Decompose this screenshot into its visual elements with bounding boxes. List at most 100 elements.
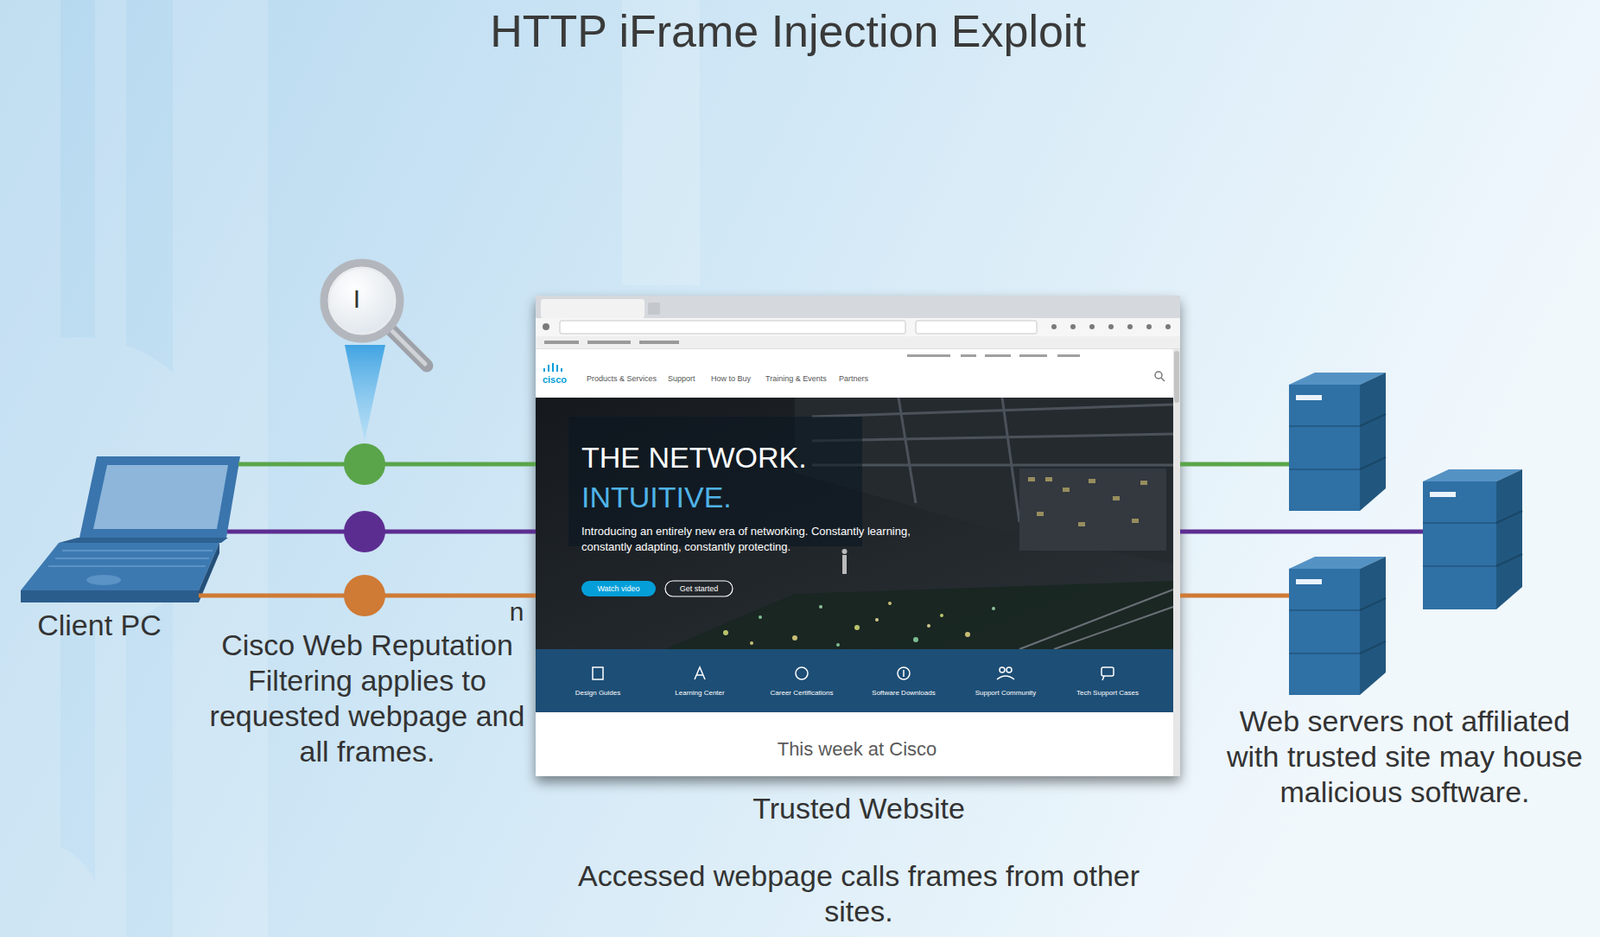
server-icons <box>1288 425 1360 427</box>
hero-heading: THE NETWORK. <box>581 439 807 476</box>
website-screenshot <box>898 397 916 503</box>
website-screenshot <box>888 601 892 605</box>
filter-note: Cisco Web Reputation Filtering applies t… <box>199 627 535 769</box>
website-screenshot <box>1102 675 1105 680</box>
website-screenshot <box>665 580 733 597</box>
website-screenshot <box>542 323 1171 331</box>
website-screenshot <box>984 354 1011 357</box>
server-icons <box>1288 652 1360 654</box>
laptop-icon <box>62 549 213 552</box>
website-screenshot <box>535 397 1174 649</box>
website-screenshot <box>665 580 1174 649</box>
nav-item: Partners <box>838 374 869 384</box>
server-icons <box>1288 468 1360 470</box>
website-screenshot <box>639 340 680 344</box>
website-screenshot <box>999 666 1005 673</box>
nav-item: Training & Events <box>765 374 827 384</box>
website-screenshot <box>902 669 905 677</box>
server-icons <box>1288 568 1360 695</box>
website-screenshot <box>1019 468 1167 551</box>
magnifier-icon <box>392 330 426 364</box>
hero-subheading: INTUITIVE. <box>581 479 732 515</box>
website-screenshot <box>842 548 848 554</box>
website-screenshot <box>897 666 910 680</box>
server-icons <box>1359 597 1386 610</box>
laptop-icon <box>48 550 213 566</box>
server-icons <box>1288 384 1360 511</box>
magnifier-icon <box>323 262 400 339</box>
website-screenshot <box>592 666 604 680</box>
website-screenshot <box>819 604 823 609</box>
server-icons <box>1422 481 1497 610</box>
server-icons <box>1295 578 1322 585</box>
website-screenshot <box>907 354 951 357</box>
website-screenshot <box>1045 476 1053 482</box>
website-screenshot <box>559 320 906 334</box>
button-label: Watch video <box>596 584 640 594</box>
laptop-icon <box>48 565 206 567</box>
filter-point <box>343 443 386 485</box>
website-screenshot <box>535 711 1174 776</box>
website-screenshot <box>694 666 705 680</box>
server-icons <box>1496 553 1523 566</box>
band-item: Learning Center <box>674 688 724 698</box>
website-screenshot <box>1019 589 1174 649</box>
hero-text: Introducing an entirely new era of netwo… <box>581 523 919 555</box>
website-screenshot <box>1108 323 1114 330</box>
website-screenshot <box>535 317 1181 337</box>
laptop-icon <box>93 464 229 529</box>
website-screenshot <box>1002 397 1020 522</box>
website-screenshot <box>1019 354 1048 357</box>
website-screenshot <box>535 295 1181 776</box>
server-icons <box>1496 469 1523 610</box>
laptop-icon <box>20 542 220 591</box>
filter-point <box>343 510 386 553</box>
band-item: Software Downloads <box>871 688 935 698</box>
magnifier-icon <box>329 267 395 334</box>
website-screenshot <box>996 675 1015 680</box>
website-screenshot <box>723 601 996 647</box>
website-screenshot <box>560 368 563 372</box>
website-screenshot <box>1036 511 1044 516</box>
website-screenshot <box>1131 518 1139 523</box>
website-screenshot <box>749 641 754 645</box>
laptop-icon <box>20 456 241 603</box>
website-screenshot <box>1088 478 1096 483</box>
section-heading: This week at Cisco <box>777 737 938 761</box>
website-screenshot <box>907 354 1080 357</box>
website-screenshot <box>1051 323 1057 330</box>
website-screenshot <box>1028 476 1148 527</box>
band-item: Design Guides <box>575 688 621 698</box>
website-screenshot <box>1140 480 1148 485</box>
band-item: Support Community <box>975 688 1037 698</box>
website-screenshot <box>1006 666 1012 673</box>
website-screenshot <box>965 631 971 637</box>
website-screenshot <box>535 648 1174 712</box>
band-item: Tech Support Cases <box>1076 688 1139 698</box>
website-screenshot <box>913 636 919 642</box>
website-screenshot <box>1070 323 1076 330</box>
website-screenshot <box>535 295 1181 776</box>
server-icons <box>1295 394 1322 400</box>
server-icons <box>1496 510 1523 523</box>
server-icons <box>1359 641 1386 654</box>
website-screenshot <box>939 613 944 617</box>
website-screenshot <box>1155 371 1162 379</box>
laptop-icon <box>55 557 210 559</box>
website-screenshot <box>792 634 798 641</box>
website-screenshot <box>547 364 550 372</box>
website-screenshot <box>1028 476 1035 482</box>
website-screenshot <box>915 320 1037 334</box>
connector-line <box>1180 462 1289 467</box>
lens-glyph: I <box>353 283 361 315</box>
website-note: Accessed webpage calls frames from other… <box>556 857 1162 929</box>
website-screenshot <box>587 340 631 344</box>
website-screenshot <box>1173 349 1181 776</box>
stray-glyph: n <box>509 598 525 625</box>
website-screenshot <box>991 606 996 610</box>
website-screenshot <box>1053 606 1174 649</box>
website-screenshot <box>544 340 680 344</box>
laptop-icon <box>79 456 241 538</box>
node-label: Client PC <box>37 607 162 643</box>
